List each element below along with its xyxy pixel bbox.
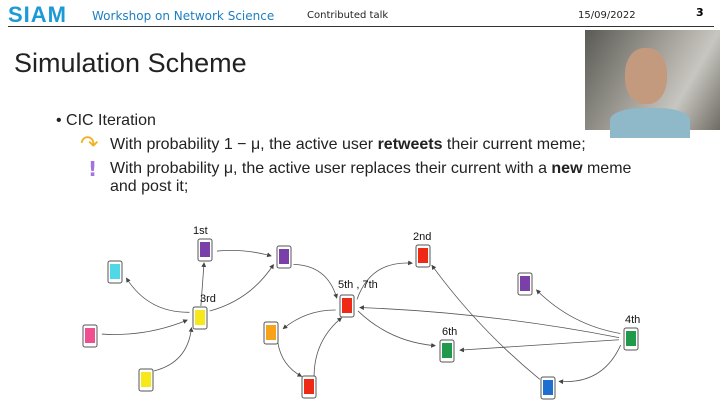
text: With probability μ, the active user repl… — [110, 160, 552, 177]
edge-p1-p2 — [216, 249, 272, 258]
text: With probability 1 − μ, the active user — [110, 136, 378, 153]
edge-rb-r5 — [313, 317, 343, 377]
edge-p2-r5 — [293, 263, 338, 299]
edge-r5-g6 — [357, 310, 436, 348]
bullet-text: CIC Iteration — [66, 112, 156, 129]
text-bold: retweets — [377, 136, 443, 153]
label-second: 2nd — [413, 231, 431, 243]
presenter-face — [625, 48, 667, 104]
edge-y3-p2 — [209, 263, 274, 312]
edge-g4-pr — [535, 289, 621, 334]
talk-type: Contributed talk — [307, 10, 389, 21]
new-meme-rule: With probability μ, the active user repl… — [110, 160, 631, 178]
edge-bl-r2 — [431, 264, 541, 380]
phone-node-pink — [82, 324, 98, 348]
bullet-item: • CIC Iteration — [56, 112, 156, 129]
text-bold: new — [551, 160, 583, 177]
slide-title: Simulation Scheme — [14, 48, 247, 78]
phone-node-or — [263, 321, 279, 345]
text: their current meme; — [442, 136, 586, 153]
phone-node-bl — [540, 376, 556, 400]
text: meme — [582, 160, 632, 177]
label-first: 1st — [193, 225, 208, 237]
edge-or-rb — [277, 342, 303, 377]
page-number: 3 — [696, 6, 704, 19]
phone-node-p1 — [197, 238, 213, 262]
header-divider — [8, 26, 714, 27]
edge-g4-g6 — [459, 339, 620, 353]
phone-node-g6 — [439, 339, 455, 363]
edge-g4-bl — [558, 344, 622, 385]
new-meme-rule-cont: and post it; — [110, 178, 189, 195]
phone-node-r5 — [339, 294, 355, 318]
phone-node-cyan — [107, 260, 123, 284]
exclamation-icon: ! — [88, 157, 98, 181]
label-fourth: 4th — [625, 314, 640, 326]
label-third: 3rd — [200, 293, 216, 305]
phone-node-p2 — [276, 245, 292, 269]
phone-node-pr — [517, 272, 533, 296]
edge-y3-cyan — [126, 277, 190, 313]
edge-pink-y3 — [101, 319, 188, 335]
label-fifth-seventh: 5th , 7th — [338, 279, 378, 291]
workshop-name: Workshop on Network Science — [92, 9, 275, 23]
presenter-shirt — [610, 108, 690, 138]
siam-logo: SIAM — [8, 2, 67, 27]
phone-node-yb — [138, 368, 154, 392]
retweet-rule: With probability 1 − μ, the active user … — [110, 136, 586, 154]
label-sixth: 6th — [442, 326, 457, 338]
phone-node-rb — [301, 375, 317, 399]
phone-node-g4 — [623, 327, 639, 351]
curved-arrow-icon: ↷ — [80, 132, 99, 157]
webcam-video — [585, 30, 720, 138]
edge-y3-p1 — [200, 262, 207, 307]
phone-node-r2 — [415, 244, 431, 268]
date: 15/09/2022 — [578, 10, 636, 21]
edge-r5-r2 — [356, 260, 413, 300]
edge-yb-y3 — [153, 327, 194, 372]
phone-node-y3 — [192, 306, 208, 330]
edge-r5-or — [282, 309, 336, 330]
edge-g4-r5 — [359, 305, 620, 339]
